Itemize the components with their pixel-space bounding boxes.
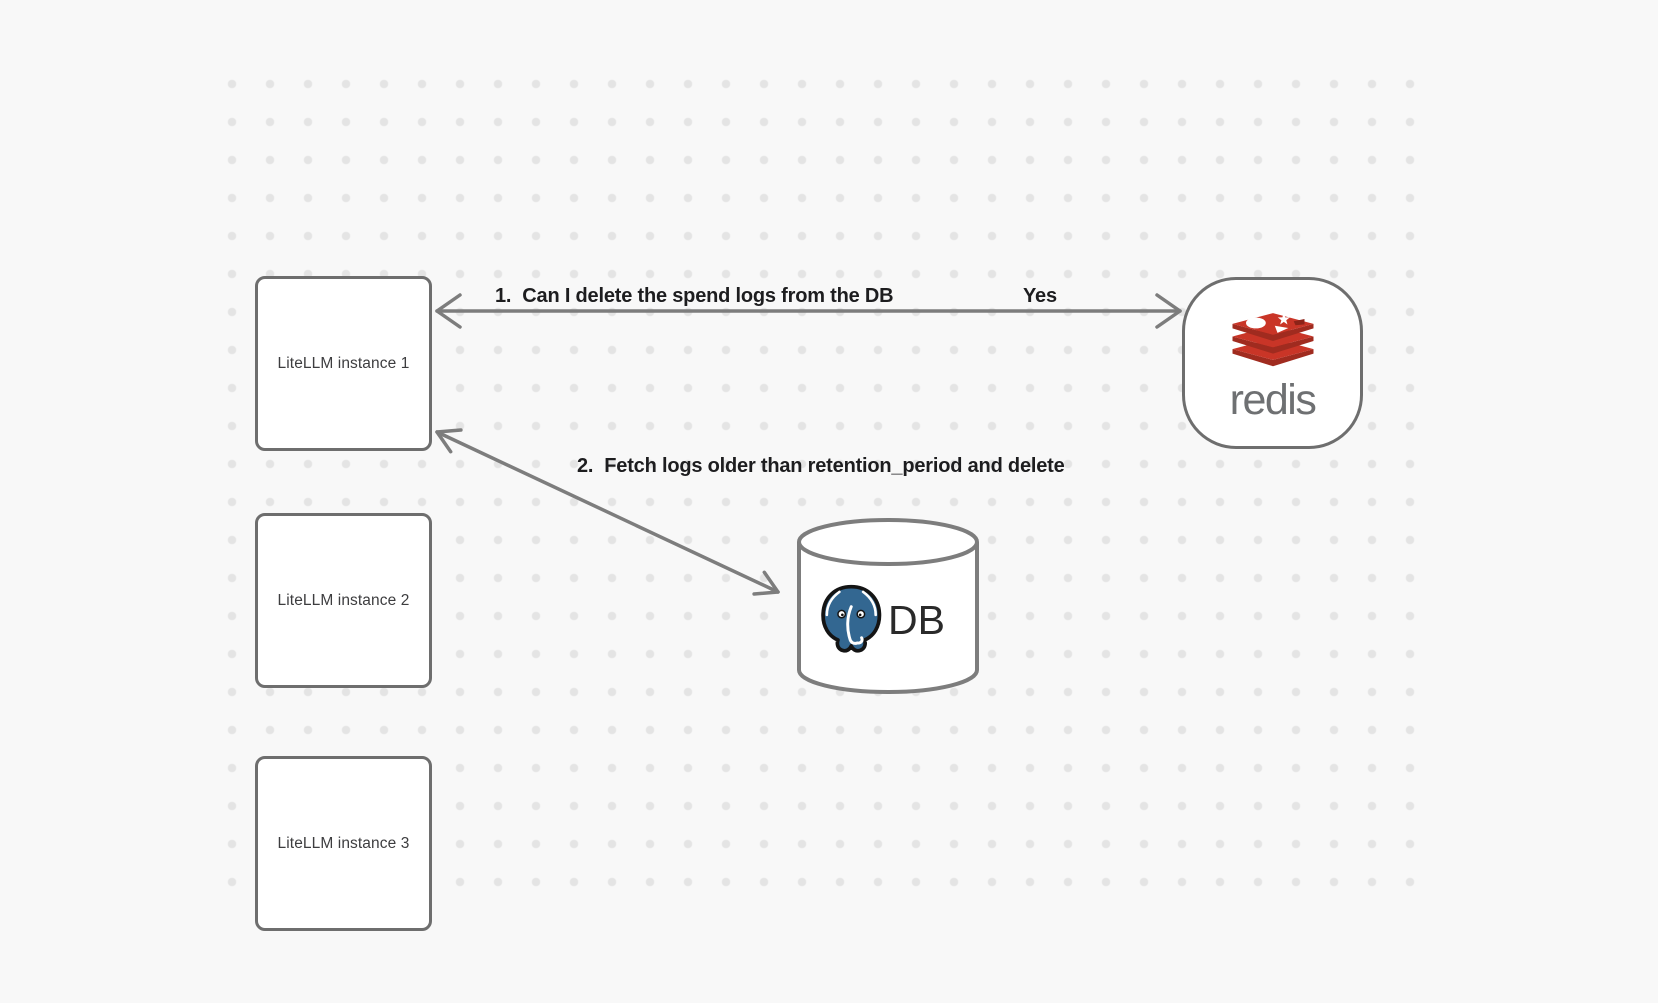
arrow-1-number: 1. bbox=[495, 285, 512, 307]
arrow-1-answer-label: Yes bbox=[1023, 285, 1057, 307]
redis-triangle-glyph bbox=[1274, 325, 1288, 333]
node-litellm-instance-2[interactable]: LiteLLM instance 2 bbox=[255, 513, 432, 688]
arrow-1[interactable] bbox=[435, 293, 1182, 329]
arrow-2-label: 2. Fetch logs older than retention_period… bbox=[577, 455, 1065, 478]
redis-star-glyph bbox=[1277, 313, 1290, 325]
postgresql-elephant-icon bbox=[821, 584, 882, 653]
arrowhead-top-icon bbox=[435, 428, 463, 454]
arrow-1-text: Can I delete the spend logs from the DB bbox=[522, 285, 894, 307]
arrow-2-text: Fetch logs older than retention_period a… bbox=[604, 455, 1065, 477]
arrowhead-right-icon bbox=[1155, 293, 1182, 329]
redis-icon bbox=[1232, 313, 1313, 367]
node-litellm-instance-3[interactable]: LiteLLM instance 3 bbox=[255, 756, 432, 931]
node-litellm-instance-1[interactable]: LiteLLM instance 1 bbox=[255, 276, 432, 451]
node-label: LiteLLM instance 2 bbox=[277, 591, 410, 609]
node-label: LiteLLM instance 1 bbox=[277, 354, 410, 372]
node-label: LiteLLM instance 3 bbox=[277, 834, 410, 852]
arrow-1-label: 1. Can I delete the spend logs from the D… bbox=[495, 285, 894, 308]
redis-circle-glyph bbox=[1245, 317, 1266, 329]
db-label: DB bbox=[888, 597, 945, 643]
arrowhead-left-icon bbox=[435, 293, 462, 329]
arrowhead-bottom-icon bbox=[752, 570, 780, 596]
redis-notch-glyph bbox=[1293, 318, 1304, 326]
arrow-2-number: 2. bbox=[577, 455, 594, 477]
arrow-2[interactable] bbox=[435, 428, 780, 596]
node-redis[interactable]: redis bbox=[1182, 277, 1363, 449]
db-node[interactable]: DB bbox=[797, 518, 979, 694]
redis-wordmark: redis bbox=[1229, 376, 1317, 424]
db-cylinder bbox=[797, 518, 979, 694]
